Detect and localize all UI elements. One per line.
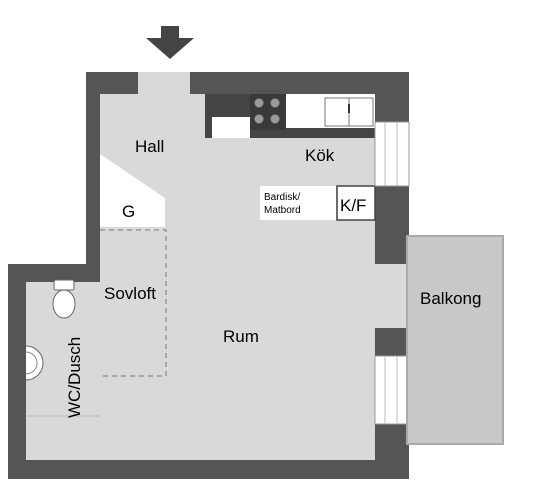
label-kf: K/F — [340, 196, 366, 215]
balcony — [406, 235, 504, 445]
label-sovloft: Sovloft — [104, 284, 156, 303]
stove-icon — [250, 94, 286, 130]
entrance-arrow-icon — [146, 26, 194, 59]
closet-g — [100, 154, 165, 227]
balcony-door-opening — [375, 264, 409, 328]
fridge-front — [212, 117, 250, 138]
label-matbord: Matbord — [264, 205, 301, 216]
windows — [374, 121, 410, 425]
bar-counter — [260, 186, 336, 220]
kitchen — [205, 94, 375, 138]
window-living — [374, 355, 410, 425]
window-kitchen — [374, 121, 410, 187]
entrance-opening — [138, 72, 190, 96]
main-floor — [100, 94, 375, 460]
label-wc: WC/Dusch — [65, 337, 84, 418]
washbasin-icon — [25, 345, 44, 381]
label-rum: Rum — [223, 327, 259, 346]
sink-icon — [324, 97, 374, 127]
fridge-freezer — [336, 185, 376, 221]
label-bardisk: Bardisk/ — [264, 192, 300, 203]
label-balkong: Balkong — [420, 289, 481, 308]
label-kok: Kök — [305, 146, 335, 165]
label-g: G — [122, 202, 135, 221]
toilet-icon — [52, 279, 76, 319]
label-hall: Hall — [135, 137, 164, 156]
sovloft-outline — [100, 229, 167, 377]
